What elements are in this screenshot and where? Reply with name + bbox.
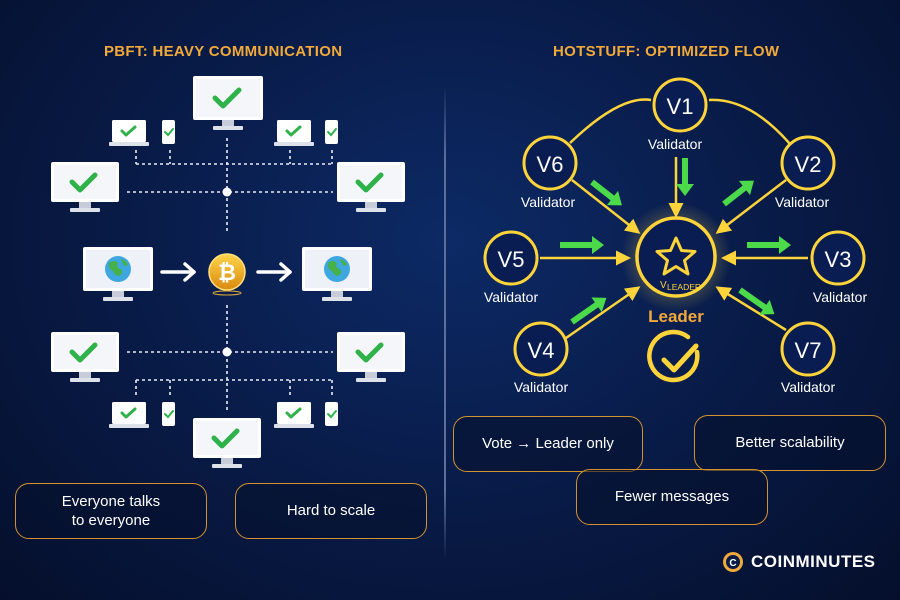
pbft-network: ₿ [51, 76, 405, 468]
svg-text:C: C [729, 558, 736, 569]
monitor-globe-icon [83, 247, 153, 301]
validator-v6: V6 Validator [521, 135, 578, 210]
svg-text:Validator: Validator [514, 379, 569, 395]
green-arrow-icon [560, 236, 604, 254]
svg-text:Validator: Validator [521, 194, 576, 210]
laptop-check-icon [274, 402, 314, 428]
pill-better-scalability: Better scalability [694, 415, 886, 471]
laptop-check-icon [109, 402, 149, 428]
svg-text:Validator: Validator [648, 136, 703, 152]
vote-links [540, 157, 808, 340]
green-arrow-icon [676, 158, 694, 196]
arrow-right-icon [256, 262, 292, 282]
validator-v2: V2 Validator [775, 135, 836, 210]
star-icon [655, 236, 697, 276]
phone-check-icon [162, 120, 175, 144]
hotstuff-title: HOTSTUFF: OPTIMIZED FLOW [553, 43, 780, 60]
leader-label: Leader [648, 307, 704, 326]
pbft-junction-bottom [222, 347, 232, 357]
pill-fewer-messages: Fewer messages [576, 469, 768, 525]
circled-check-icon [647, 329, 700, 383]
green-arrow-icon [570, 297, 607, 325]
pill-hard-to-scale: Hard to scale [235, 483, 427, 539]
monitor-check-icon [51, 332, 119, 382]
svg-text:V3: V3 [825, 247, 852, 272]
svg-text:₿: ₿ [218, 261, 236, 286]
monitor-check-icon [337, 162, 405, 212]
pill-line: to everyone [71, 512, 151, 529]
svg-text:V4: V4 [528, 338, 555, 363]
ring-link [569, 98, 652, 144]
monitor-check-icon [193, 418, 261, 468]
bitcoin-coin-icon: ₿ [208, 253, 246, 296]
pill-line: Everyone talks [61, 492, 161, 510]
brand-logo: C COINMINUTES [722, 551, 876, 573]
leader-subscript: LEADER [667, 282, 701, 292]
monitor-globe-icon [302, 247, 372, 301]
green-arrows [560, 158, 791, 325]
green-arrow-icon [590, 179, 622, 206]
phone-check-icon [162, 402, 175, 426]
svg-text:Validator: Validator [781, 379, 836, 395]
phone-check-icon [325, 402, 338, 426]
pbft-junction-top [222, 187, 232, 197]
svg-text:Validator: Validator [775, 194, 830, 210]
monitor-check-icon [337, 332, 405, 382]
validator-v5: V5 Validator [483, 230, 539, 305]
monitor-check-icon [51, 162, 119, 212]
validator-v7: V7 Validator [780, 321, 836, 395]
svg-text:V1: V1 [667, 94, 694, 119]
arrow-right-icon [160, 262, 196, 282]
ring-link [708, 98, 791, 145]
section-divider [444, 85, 446, 560]
leader-node: V LEADER [621, 202, 731, 312]
hotstuff-network: V LEADER Leader V1 Validator V2 Validato… [483, 77, 868, 395]
green-arrow-icon [738, 287, 775, 315]
phone-check-icon [325, 120, 338, 144]
laptop-check-icon [274, 120, 314, 146]
green-arrow-icon [722, 180, 754, 207]
pbft-title: PBFT: HEAVY COMMUNICATION [104, 43, 343, 60]
svg-text:Validator: Validator [813, 289, 868, 305]
validator-v4: V4 Validator [513, 321, 569, 395]
svg-text:V2: V2 [795, 152, 822, 177]
laptop-check-icon [109, 120, 149, 146]
pill-vote-leader: Vote → Leader only [453, 416, 643, 472]
svg-text:V7: V7 [795, 338, 822, 363]
coin-logo-icon: C [723, 552, 743, 572]
monitor-check-icon [193, 76, 263, 130]
brand-name: COINMINUTES [751, 552, 876, 571]
validator-v3: V3 Validator [810, 230, 868, 305]
green-arrow-icon [747, 236, 791, 254]
validator-v1: V1 Validator [648, 77, 708, 152]
svg-text:Validator: Validator [484, 289, 539, 305]
svg-text:V6: V6 [537, 152, 564, 177]
pill-everyone-talks: Everyone talks to everyone [15, 483, 207, 539]
svg-text:V: V [660, 280, 667, 291]
svg-text:V5: V5 [498, 247, 525, 272]
